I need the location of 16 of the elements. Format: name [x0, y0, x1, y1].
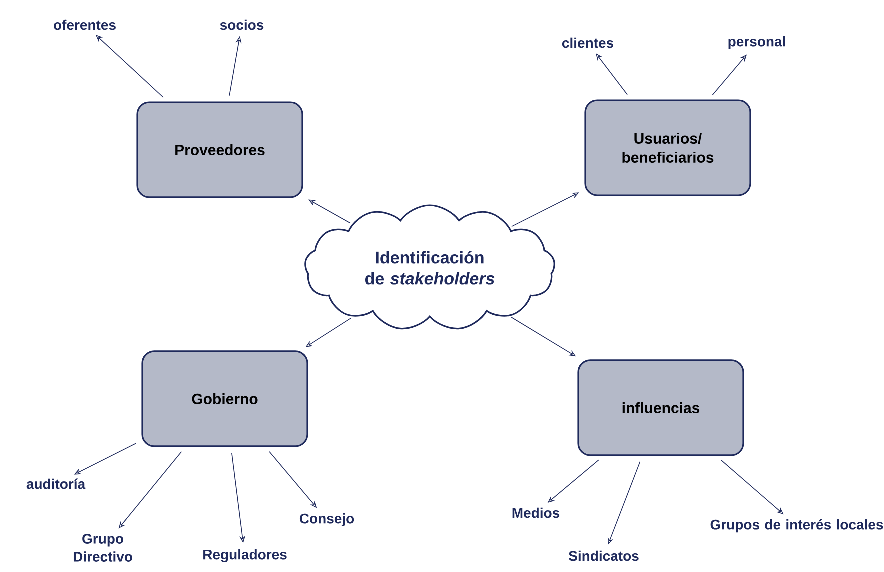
stakeholder-label: socios	[220, 20, 264, 30]
stakeholder-label: personal	[728, 36, 786, 50]
arrow	[596, 54, 628, 96]
stakeholder-box: influencias	[578, 360, 744, 456]
stakeholder-label: clientes	[562, 38, 614, 48]
stakeholder-label: auditoría	[26, 478, 86, 490]
stakeholder-box: Gobierno	[142, 350, 308, 448]
stakeholder-label: Medios	[512, 508, 560, 518]
stakeholder-label: oferentes	[54, 20, 116, 30]
stakeholder-box: Proveedores	[136, 102, 304, 198]
stakeholder-box: Usuarios/ beneficiarios	[584, 100, 752, 196]
stakeholder-label: Reguladores	[204, 549, 287, 563]
stakeholder-label: Consejo	[300, 513, 354, 526]
stakeholder-label: Sindicatos	[569, 550, 639, 562]
stakeholder-label: Grupos de interés locales	[710, 519, 884, 533]
stakeholder-label: Grupo Directivo	[74, 534, 132, 562]
